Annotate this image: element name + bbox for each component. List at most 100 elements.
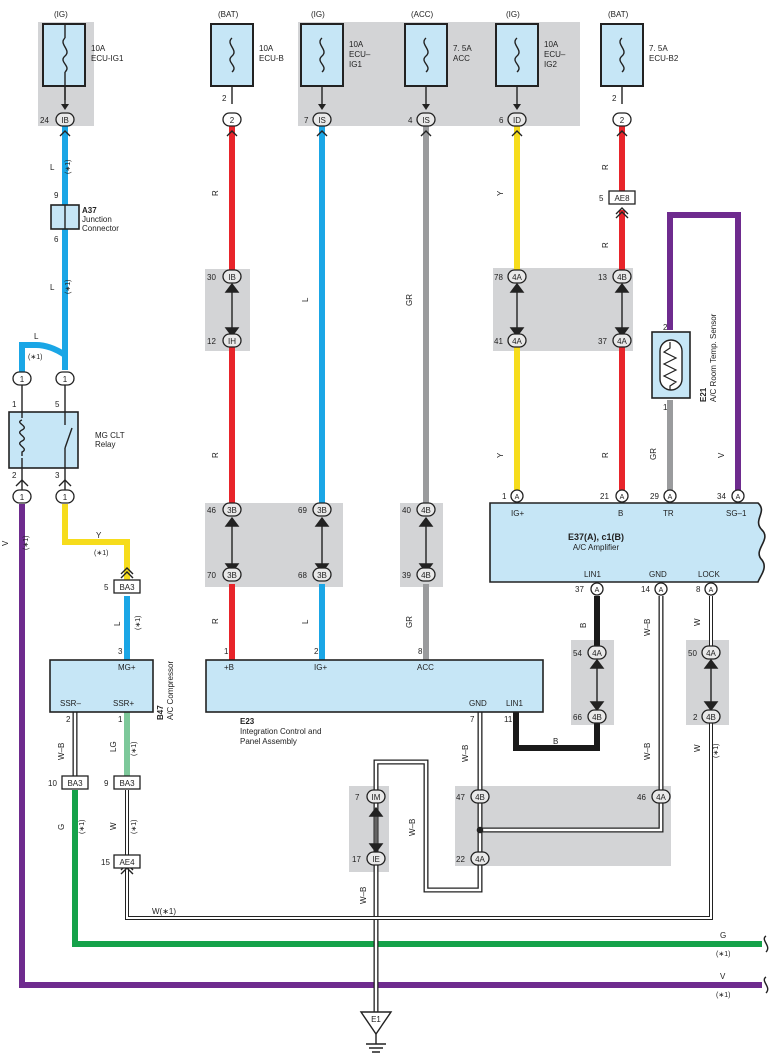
- pin: 29: [650, 492, 659, 501]
- fuse-name: IG1: [349, 60, 362, 69]
- wire-note: (∗1): [28, 354, 42, 361]
- pin: 8: [696, 585, 701, 594]
- integration-control-e23: +B IG+ ACC GND LIN1 E23 Integration Cont…: [205, 659, 544, 746]
- wire-color: Y: [496, 452, 505, 458]
- wire-color: B: [579, 623, 588, 628]
- connector-ie: IE: [372, 855, 380, 864]
- connector-ba3: BA3: [119, 779, 135, 788]
- connector-a: A: [515, 494, 520, 501]
- fuse-name: ECU–: [349, 50, 371, 59]
- wire-color: Y: [96, 531, 102, 540]
- pin: 46: [207, 506, 216, 515]
- fuse-amp: 7. 5A: [649, 44, 668, 53]
- wire-color: W–B: [57, 743, 66, 760]
- component-name: Panel Assembly: [240, 737, 297, 746]
- pin: 40: [402, 506, 411, 515]
- wire-color: R: [601, 452, 610, 458]
- pin-label: LIN1: [506, 699, 523, 708]
- connector-im: IM: [372, 793, 381, 802]
- connector-4a: 4A: [706, 649, 716, 658]
- component-name: Connector: [82, 224, 119, 233]
- connector-4b: 4B: [592, 713, 602, 722]
- power-label: (IG): [311, 10, 325, 19]
- fuse-amp: 10A: [349, 40, 364, 49]
- pin: 8: [418, 647, 423, 656]
- connector-a: A: [668, 494, 673, 501]
- mg-clt-relay: MG CLT Relay: [8, 385, 125, 490]
- wire-color: W: [693, 744, 702, 752]
- pin-label: ACC: [417, 663, 434, 672]
- pin: 7: [304, 116, 309, 125]
- pin: 2: [693, 713, 698, 722]
- pin: 70: [207, 571, 216, 580]
- connector-2: 2: [230, 116, 235, 125]
- wire-note: (∗1): [713, 744, 720, 758]
- power-label: (BAT): [608, 10, 629, 19]
- pin-label: TR: [663, 509, 674, 518]
- pin: 78: [494, 273, 503, 282]
- ground-label: E1: [371, 1015, 381, 1024]
- pin: 39: [402, 571, 411, 580]
- wire-note: (∗1): [131, 820, 138, 834]
- pin: 1: [118, 715, 123, 724]
- connector-3b: 3B: [317, 571, 327, 580]
- fuse-amp: 10A: [259, 44, 274, 53]
- fuse-name: ACC: [453, 54, 470, 63]
- connector-4a: 4A: [512, 273, 522, 282]
- pin: 50: [688, 649, 697, 658]
- connector-ba3: BA3: [67, 779, 83, 788]
- connector-a: A: [736, 494, 741, 501]
- fuse-ecu-ig1: 10A ECU-IG1: [42, 23, 124, 110]
- wire-color: V: [1, 540, 10, 546]
- wire-color: GR: [405, 294, 414, 306]
- wire-color: L: [50, 283, 55, 292]
- wire-color: R: [211, 190, 220, 196]
- fuse-ecu-ig2: 10A ECU– IG2: [495, 23, 566, 110]
- fuse-amp: 10A: [544, 40, 559, 49]
- wire-color: V: [717, 452, 726, 458]
- component-name: Relay: [95, 440, 115, 449]
- pin: 1: [502, 492, 507, 501]
- wire-note: (∗1): [716, 951, 730, 958]
- wire-note: (∗1): [135, 616, 142, 630]
- wire-color: G: [720, 931, 726, 940]
- pin: 2: [612, 94, 617, 103]
- connector-ih: IH: [228, 337, 236, 346]
- connector-4b: 4B: [475, 793, 485, 802]
- connector-4a: 4A: [656, 793, 666, 802]
- pin: 10: [48, 779, 57, 788]
- connectors: IB 24 2 2 IS 7 IS 4 ID 6 2 2 AE8 5 IB 30…: [12, 94, 745, 869]
- connector-ib: IB: [61, 116, 69, 125]
- pin: 46: [637, 793, 646, 802]
- pin: 24: [40, 116, 49, 125]
- fuse-name: ECU-IG1: [91, 54, 124, 63]
- break-marks: [763, 935, 769, 994]
- fuse-ecu-ig1-mid: 10A ECU– IG1: [300, 23, 371, 110]
- connector-4a: 4A: [475, 855, 485, 864]
- pin-numbers: 9 6 1 5 2 3 3 1 2 8 7 11 2 1 2 1: [12, 191, 668, 724]
- pin: 17: [352, 855, 361, 864]
- wire-color: W–B: [643, 743, 652, 760]
- wire-color: W: [109, 822, 118, 830]
- wire-color: GR: [405, 616, 414, 628]
- fuse-ecu-b2: 7. 5A ECU-B2: [600, 23, 679, 104]
- pin: 11: [504, 715, 513, 724]
- pin: 54: [573, 649, 582, 658]
- junction-connector-a37: A37 Junction Connector: [50, 204, 119, 233]
- fuse-amp: 10A: [91, 44, 106, 53]
- power-label: (IG): [54, 10, 68, 19]
- component-id: E37(A), c1(B): [568, 532, 624, 542]
- pin: 15: [101, 858, 110, 867]
- power-label: (ACC): [411, 10, 434, 19]
- pin: 22: [456, 855, 465, 864]
- connector-a: A: [709, 587, 714, 594]
- connector-4a: 4A: [592, 649, 602, 658]
- pin: 37: [598, 337, 607, 346]
- connector-4a: 4A: [617, 337, 627, 346]
- connector-3b: 3B: [317, 506, 327, 515]
- connector-a: A: [620, 494, 625, 501]
- ac-compressor-b47: MG+ SSR– SSR+ B47 A/C Compressor: [49, 659, 175, 720]
- wire-color: W–B: [408, 819, 417, 836]
- wire-note: (∗1): [23, 536, 30, 550]
